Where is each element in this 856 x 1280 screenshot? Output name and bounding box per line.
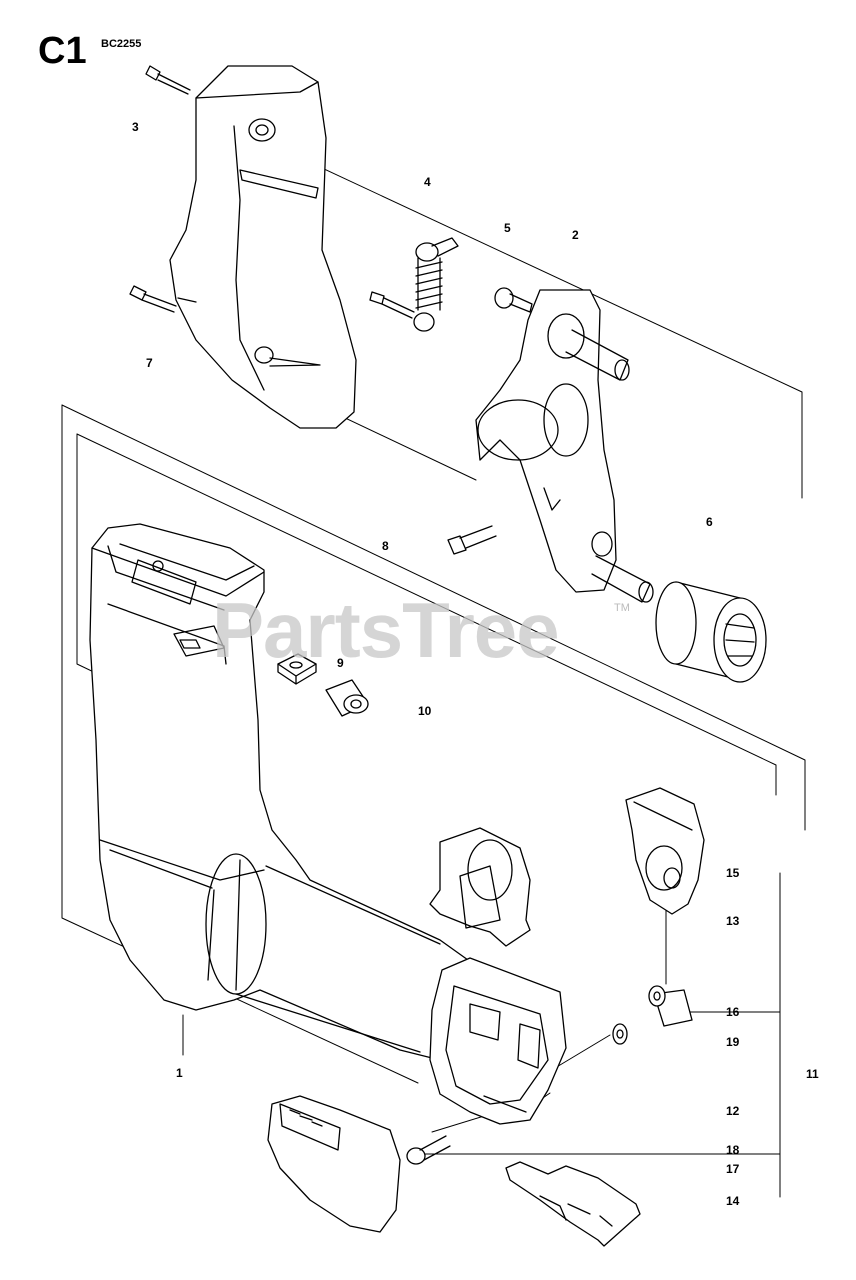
part-18-screw (406, 1135, 451, 1165)
assembly-boundaries (61, 404, 806, 1084)
callout-9: 9 (337, 656, 344, 670)
callout-8: 8 (382, 539, 389, 553)
part-5-bolt (494, 287, 533, 313)
trigger-guard (429, 827, 531, 947)
part-6-clamp (655, 581, 767, 683)
part-14-trigger (505, 1161, 641, 1247)
part-3-screw (145, 65, 191, 95)
part-15-lever (625, 787, 705, 915)
callout-11: 11 (806, 1067, 819, 1081)
part-8-screw (447, 525, 497, 555)
part-10-spacer (325, 679, 369, 717)
callout-4: 4 (424, 175, 431, 189)
callout-2: 2 (572, 228, 579, 242)
callout-5: 5 (504, 221, 511, 235)
model-number: BC2255 (101, 38, 142, 50)
screw-near-spring (369, 291, 415, 319)
part-9-nut (277, 653, 317, 685)
callout-10: 10 (418, 704, 432, 718)
callout-12: 12 (726, 1104, 740, 1118)
callout-3: 3 (132, 120, 139, 134)
part-12-handle-half (429, 957, 567, 1125)
callout-7: 7 (146, 356, 153, 370)
callout-1: 1 (176, 1066, 183, 1080)
callout-15: 15 (726, 866, 740, 880)
part-4-spring (413, 237, 459, 332)
part-19-washer (612, 1023, 628, 1045)
part-7-screw (129, 285, 177, 313)
part-3-handle-cover (169, 65, 357, 429)
part-2-throttle-bracket (475, 289, 654, 603)
callout-17: 17 (726, 1162, 740, 1176)
part-17-cover (267, 1095, 401, 1233)
callout-6: 6 (706, 515, 713, 529)
watermark-trademark: TM (614, 602, 630, 614)
part-16-sleeve (648, 985, 693, 1027)
callout-18: 18 (726, 1143, 740, 1157)
callout-13: 13 (726, 914, 740, 928)
callout-16: 16 (726, 1005, 740, 1019)
watermark-text: PartsTree (212, 586, 560, 674)
callout-14: 14 (726, 1194, 740, 1208)
callout-19: 19 (726, 1035, 740, 1049)
section-code: C1 (38, 30, 87, 72)
